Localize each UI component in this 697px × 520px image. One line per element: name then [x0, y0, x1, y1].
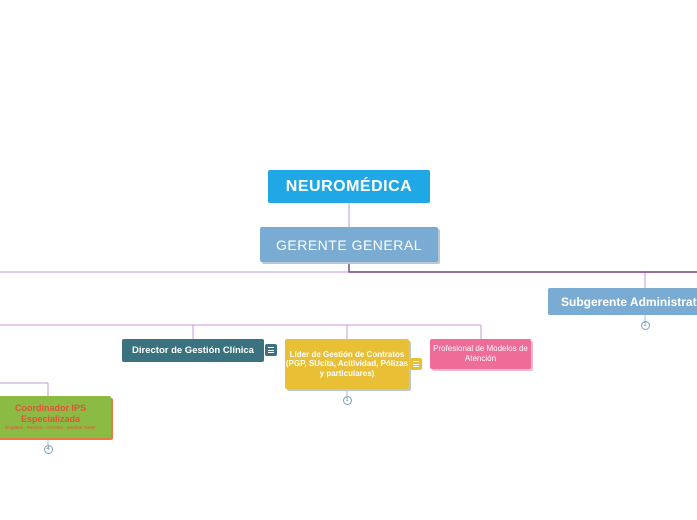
- coordinador-collapsed-count-badge[interactable]: 4: [43, 445, 53, 454]
- lider-gestion-contratos-topic[interactable]: Líder de Gestión de Contratos (PGP, SUci…: [285, 339, 409, 389]
- coordinador-title: Coordinador IPS Especializada: [14, 403, 86, 424]
- profesional-modelos-atencion-topic[interactable]: Profesional de Modelos de Atención: [430, 339, 531, 369]
- subgerente-administrativo-topic[interactable]: Subgerente Administrativo: [548, 288, 697, 315]
- root-topic[interactable]: NEUROMÉDICA: [268, 170, 430, 203]
- note-icon[interactable]: [265, 344, 277, 356]
- director-gestion-clinica-topic[interactable]: Director de Gestión Clínica: [122, 339, 264, 362]
- subgerente-collapsed-count-badge[interactable]: 2: [640, 320, 650, 330]
- coordinador-subtitle: Engativá - Paraíso - Armenia - Medical T…: [5, 425, 96, 430]
- gerente-general-topic[interactable]: GERENTE GENERAL: [260, 227, 438, 262]
- connector-gerente-right: [348, 262, 697, 273]
- note-icon[interactable]: [410, 358, 422, 370]
- coordinador-ips-topic[interactable]: Coordinador IPS Especializada Engativá -…: [0, 396, 111, 438]
- lider-collapsed-count-badge[interactable]: 1: [342, 396, 352, 405]
